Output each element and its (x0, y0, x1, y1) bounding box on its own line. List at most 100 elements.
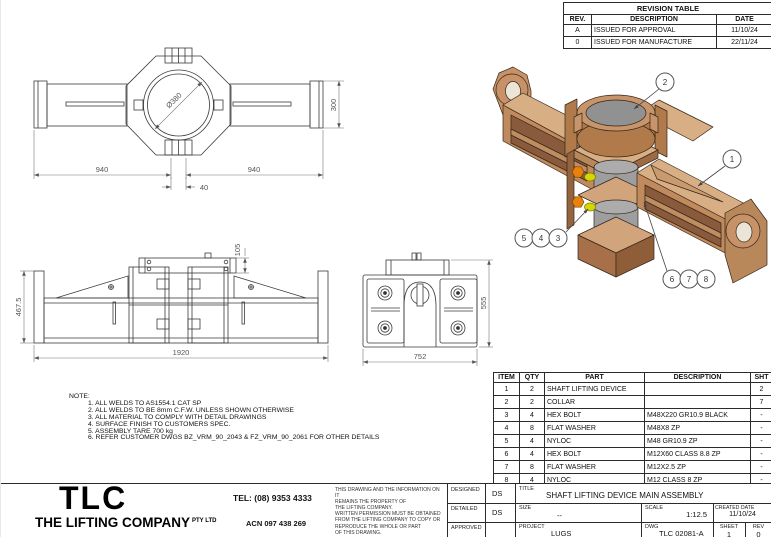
isometric-view-drawing: 2 1 5 4 3 6 7 8 (492, 66, 768, 289)
copyright-disclaimer: THIS DRAWING AND THE INFORMATION ON IT R… (335, 487, 441, 536)
item-header: QTY (519, 372, 545, 383)
sheet-value: 1 (726, 530, 732, 537)
balloon-6: 6 (662, 269, 682, 289)
dim-940-right: 940 (248, 165, 261, 174)
sheet-label: SHEET (719, 524, 739, 530)
company-suffix: PTY LTD (192, 518, 217, 524)
item-cell: 5 (493, 434, 520, 448)
plan-view-geometry (33, 47, 324, 156)
item-cell: 6 (493, 447, 520, 461)
item-cell (644, 395, 751, 409)
phone-number: TEL: (08) 9353 4333 (233, 493, 312, 503)
note-item: 3. ALL MATERIAL TO COMPLY WITH DETAIL DR… (88, 413, 267, 421)
created-date-label: CREATED DATE (715, 505, 755, 511)
plan-view-dimensions (33, 80, 344, 190)
svg-text:5: 5 (522, 234, 527, 243)
revision-header: REV. (563, 14, 592, 25)
item-cell: M48X220 GR10.9 BLACK (644, 408, 751, 422)
dim-555: 555 (479, 297, 488, 310)
side-view-drawing: 752 555 (362, 252, 493, 366)
notes-label: NOTE: (69, 393, 90, 400)
revision-cell: 0 (563, 36, 592, 49)
item-cell: 8 (519, 460, 545, 474)
item-cell: 7 (493, 460, 520, 474)
designed-value: DS (492, 489, 503, 498)
elevation-dimensions (20, 248, 329, 362)
balloon-3: 3 (548, 228, 568, 248)
item-cell: 7 (750, 395, 771, 409)
item-cell: - (750, 460, 771, 474)
dim-bore: Ø380 (164, 91, 183, 110)
rev-value: 0 (756, 530, 761, 537)
size-value: -- (557, 511, 562, 520)
revision-table-title: REVISION TABLE (562, 2, 771, 15)
item-cell: COLLAR (544, 395, 645, 409)
project-label: PROJECT (519, 524, 545, 530)
note-item: 6. REFER CUSTOMER DWGS BZ_VRM_90_2043 & … (88, 434, 380, 442)
item-cell: 3 (493, 408, 520, 422)
item-cell: 4 (493, 421, 520, 435)
item-cell: 4 (519, 447, 545, 461)
size-label: SIZE (519, 505, 532, 511)
balloon-4: 4 (531, 228, 551, 248)
item-cell: - (750, 447, 771, 461)
side-view-geometry (362, 252, 478, 348)
company-name-text: THE LIFTING COMPANY (35, 515, 190, 530)
approved-label: APPROVED (451, 525, 482, 531)
balloon-2: 2 (655, 72, 675, 92)
item-cell: 2 (493, 395, 520, 409)
item-header: ITEM (493, 372, 520, 383)
svg-text:1: 1 (730, 155, 735, 164)
item-cell: 2 (519, 382, 545, 396)
revision-cell: ISSUED FOR APPROVAL (591, 24, 717, 37)
note-item: 5. ASSEMBLY TARE 700 kg (88, 427, 173, 435)
balloon-5: 5 (514, 228, 534, 248)
revision-header: DESCRIPTION (591, 14, 717, 25)
dim-40: 40 (200, 183, 208, 192)
plan-view-drawing: Ø380 940 940 40 300 (33, 47, 344, 192)
item-cell: FLAT WASHER (544, 421, 645, 435)
item-header: PART (544, 372, 645, 383)
item-cell: 2 (519, 395, 545, 409)
detailed-label: DETAILED (451, 506, 478, 512)
dim-940-left: 940 (96, 165, 109, 174)
drawing-title: SHAFT LIFTING DEVICE MAIN ASSEMBLY (546, 491, 704, 500)
revision-header: DATE (715, 14, 771, 25)
dim-752: 752 (414, 352, 427, 361)
designed-label: DESIGNED (451, 487, 480, 493)
item-cell: M48X8 ZP (644, 421, 751, 435)
created-date-value: 11/10/24 (729, 511, 756, 518)
elevation-geometry (33, 252, 329, 344)
svg-text:3: 3 (556, 234, 561, 243)
item-cell: HEX BOLT (544, 408, 645, 422)
item-cell: M12X60 CLASS 8.8 ZP (644, 447, 751, 461)
revision-cell: 22/11/24 (715, 36, 771, 49)
revision-cell: 11/10/24 (715, 24, 771, 37)
front-elevation-drawing: 467.5 1920 105 (14, 244, 329, 362)
svg-text:6: 6 (670, 275, 675, 284)
item-header: SHT (750, 372, 771, 383)
item-cell: - (750, 434, 771, 448)
svg-text:2: 2 (663, 78, 668, 87)
company-logo: TLC (59, 480, 128, 516)
balloon-1: 1 (722, 149, 742, 169)
dwg-number: TLC 02081-A (659, 529, 704, 537)
dim-467-5: 467.5 (14, 298, 23, 317)
item-cell: HEX BOLT (544, 447, 645, 461)
item-cell: FLAT WASHER (544, 460, 645, 474)
scale-label: SCALE (645, 505, 664, 511)
item-header: DESCRIPTION (644, 372, 751, 383)
